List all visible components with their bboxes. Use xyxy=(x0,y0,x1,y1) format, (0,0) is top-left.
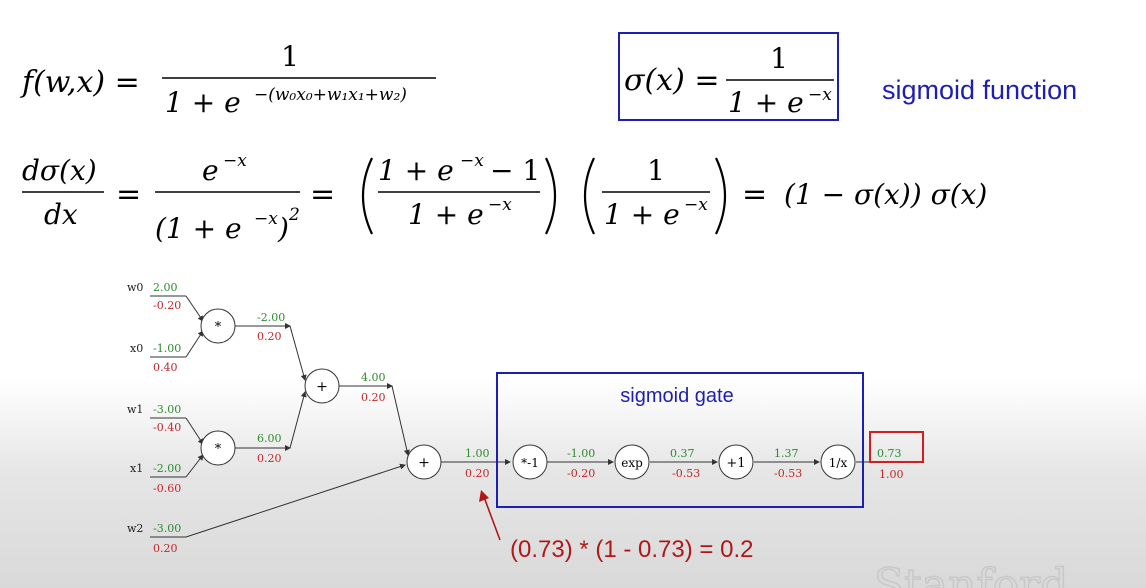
input-x0-grad: 0.40 xyxy=(153,361,178,374)
graph-edge-values: -2.00 0.20 6.00 0.20 4.00 0.20 1.00 0.20… xyxy=(257,311,904,481)
input-w2-label: w2 xyxy=(127,522,143,535)
term2-numerator-tail: − 1 xyxy=(490,154,540,187)
add1-out-value: 4.00 xyxy=(361,371,386,384)
term1-denominator-power: 2 xyxy=(288,205,300,225)
term2-numerator-base: 1 + e xyxy=(378,154,454,187)
annotation-arrowhead xyxy=(479,490,489,502)
term2-right-paren xyxy=(545,157,557,235)
term2-denominator-base: 1 + e xyxy=(408,198,484,231)
f-denominator-exponent: −(w₀x₀+w₁x₁+w₂) xyxy=(254,85,407,105)
term3-denominator-base: 1 + e xyxy=(604,198,680,231)
input-x0-value: -1.00 xyxy=(153,342,181,355)
input-x1-grad: -0.60 xyxy=(153,482,181,495)
sigma-denominator-exponent: −x xyxy=(808,85,832,105)
input-x1-label: x1 xyxy=(130,462,143,475)
sigma-equation: σ(x) = 1 1 + e −x xyxy=(618,32,839,121)
mul1-out-grad: 0.20 xyxy=(257,330,282,343)
node-mul2-label: * xyxy=(215,442,222,457)
node-neg-label: *-1 xyxy=(521,456,539,470)
node-add1: + xyxy=(304,368,340,404)
node-mul1-label: * xyxy=(215,320,222,335)
term3-right-paren xyxy=(715,157,727,235)
mul1-out-value: -2.00 xyxy=(257,311,285,324)
output-highlight-box xyxy=(869,431,924,463)
derivative-equation: dσ(x) dx = e −x (1 + e −x ) 2 = 1 + e −x… xyxy=(22,151,987,245)
node-neg: *-1 xyxy=(512,444,548,480)
input-w1-grad: -0.40 xyxy=(153,421,181,434)
node-exp-label: exp xyxy=(621,456,643,470)
sigma-lhs: σ(x) = xyxy=(624,63,719,98)
equals-3: = xyxy=(742,177,767,212)
sigmoid-function-label: sigmoid function xyxy=(882,75,1077,105)
input-w0-value: 2.00 xyxy=(153,281,178,294)
term3-left-paren xyxy=(583,157,595,235)
sigma-box xyxy=(618,32,839,121)
term3-denominator-exponent: −x xyxy=(684,195,708,215)
term1-numerator-exponent: −x xyxy=(223,151,247,171)
term2-left-paren xyxy=(361,157,373,235)
term1-denominator-close: ) xyxy=(277,212,289,245)
neg-out-grad: -0.20 xyxy=(567,467,595,480)
mul2-out-value: 6.00 xyxy=(257,432,282,445)
sigmoid-gate-label: sigmoid gate xyxy=(620,385,733,407)
node-mul1: * xyxy=(200,308,236,344)
gradient-annotation: (0.73) * (1 - 0.73) = 0.2 xyxy=(479,490,753,563)
f-numerator: 1 xyxy=(281,40,299,73)
sigma-denominator-base: 1 + e xyxy=(728,86,804,119)
mul2-out-grad: 0.20 xyxy=(257,452,282,465)
graph-nodes: * * + + *-1 exp +1 1/x xyxy=(200,308,856,480)
term1-denominator-base: (1 + e xyxy=(155,212,242,245)
sigmoid-gate-box xyxy=(496,372,864,508)
annotation-arrow xyxy=(483,496,501,541)
input-w1-label: w1 xyxy=(127,403,143,416)
plus1-out-grad: -0.53 xyxy=(774,467,802,480)
add2-out-grad: 0.20 xyxy=(465,467,490,480)
sigma-numerator: 1 xyxy=(770,42,788,75)
node-exp: exp xyxy=(614,444,650,480)
term3-numerator: 1 xyxy=(647,154,665,187)
node-plus1: +1 xyxy=(718,444,754,480)
exp-out-value: 0.37 xyxy=(670,447,695,460)
neg-out-value: -1.00 xyxy=(567,447,595,460)
input-w0-label: w0 xyxy=(127,281,143,294)
graph-inputs: w0 2.00 -0.20 x0 -1.00 0.40 w1 -3.00 -0.… xyxy=(127,281,181,555)
term2-numerator-exponent: −x xyxy=(460,151,484,171)
add2-out-value: 1.00 xyxy=(465,447,490,460)
final-out-grad: 1.00 xyxy=(879,468,904,481)
f-denominator-base: 1 + e xyxy=(165,86,241,119)
node-recip-label: 1/x xyxy=(829,456,848,470)
term1-denominator-exponent: −x xyxy=(254,209,278,229)
f-equation: f(w,x) = 1 1 + e −(w₀x₀+w₁x₁+w₂) xyxy=(20,40,436,119)
add1-out-grad: 0.20 xyxy=(361,391,386,404)
input-x0-label: x0 xyxy=(130,342,143,355)
f-lhs: f(w,x) = xyxy=(20,65,140,100)
term2-denominator-exponent: −x xyxy=(488,195,512,215)
deriv-denominator: dx xyxy=(44,198,78,231)
stanford-watermark: Stanford xyxy=(874,560,1068,588)
input-x1-value: -2.00 xyxy=(153,462,181,475)
node-mul2: * xyxy=(200,430,236,466)
equations-area: f(w,x) = 1 1 + e −(w₀x₀+w₁x₁+w₂) σ(x) = … xyxy=(20,32,1077,245)
node-recip: 1/x xyxy=(820,444,856,480)
exp-out-grad: -0.53 xyxy=(672,467,700,480)
equals-1: = xyxy=(116,177,141,212)
graph-wires xyxy=(150,295,912,538)
plus1-out-value: 1.37 xyxy=(774,447,799,460)
node-add1-label: + xyxy=(316,379,328,395)
node-plus1-label: +1 xyxy=(726,456,745,471)
derivative-result: (1 − σ(x)) σ(x) xyxy=(784,178,987,211)
node-add2: + xyxy=(406,444,442,480)
node-add2-label: + xyxy=(418,455,430,471)
final-out-value: 0.73 xyxy=(877,447,902,460)
input-w1-value: -3.00 xyxy=(153,403,181,416)
deriv-numerator: dσ(x) xyxy=(22,154,97,187)
equals-2: = xyxy=(310,177,335,212)
term1-numerator-base: e xyxy=(202,154,219,187)
input-w2-grad: 0.20 xyxy=(153,542,178,555)
input-w0-grad: -0.20 xyxy=(153,299,181,312)
input-w2-value: -3.00 xyxy=(153,522,181,535)
annotation-text: (0.73) * (1 - 0.73) = 0.2 xyxy=(510,536,753,563)
